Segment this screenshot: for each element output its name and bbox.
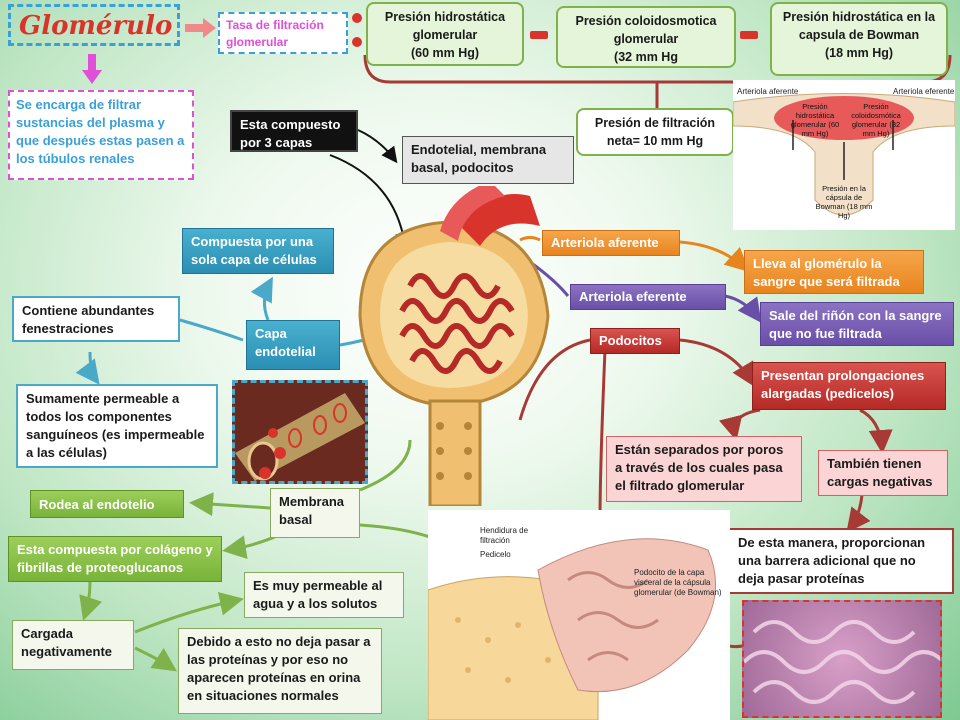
filtration-section-illustration: Hendidura de filtración Pedicelo Podocit… — [428, 510, 730, 720]
glomerulus-illustration — [340, 186, 568, 506]
pressure-inset-diagram: Arteriola aferente Arteriola eferente Pr… — [733, 80, 955, 230]
pressure-hidrostatica: Presión hidrostática glomerular (60 mm H… — [366, 2, 524, 66]
pressure-neta: Presión de filtración neta= 10 mm Hg — [576, 108, 734, 156]
pressure-bowman: Presión hidrostática en la capsula de Bo… — [770, 2, 948, 76]
section-label-capa-visceral: Podocito de la capa visceral de la cápsu… — [634, 568, 722, 597]
endotelial-permeable: Sumamente permeable a todos los componen… — [16, 384, 218, 468]
membrana-proteinas: Debido a esto no deja pasar a las proteí… — [178, 628, 382, 714]
inset-label-eferente: Arteriola eferente — [893, 87, 955, 96]
membrana-permeable: Es muy permeable al agua y a los solutos — [244, 572, 404, 618]
page-title: Glomérulo — [8, 4, 180, 46]
filtration-section-drawing — [428, 538, 717, 720]
endotelial-fenestraciones: Contiene abundantes fenestraciones — [12, 296, 180, 342]
arteriola-aferente-label: Arteriola aferente — [542, 230, 680, 256]
podocyte-micrograph — [742, 600, 942, 718]
membrana-cargada: Cargada negativamente — [12, 620, 134, 670]
pressure-inset-drawing: Arteriola aferente Arteriola eferente — [733, 87, 955, 216]
podocitos-label: Podocitos — [590, 328, 680, 354]
micrograph-texture — [744, 620, 940, 704]
membrana-rodea: Rodea al endotelio — [30, 490, 184, 518]
glomerulus-drawing — [358, 186, 550, 506]
endotelial-label: Capa endotelial — [246, 320, 340, 370]
capillary-drawing — [235, 393, 365, 481]
arteriola-eferente-label: Arteriola eferente — [570, 284, 726, 310]
section-label-hendidura: Hendidura de filtración — [480, 526, 529, 545]
capas-lista: Endotelial, membrana basal, podocitos — [402, 136, 574, 184]
inset-label-hidrostatica: Presión hidrostática glomerular (60 mm H… — [790, 102, 840, 138]
podocitos-prolongaciones: Presentan prolongaciones alargadas (pedi… — [752, 362, 946, 410]
tasa-filtracion-label: Tasa de filtración glomerular — [218, 12, 348, 54]
podocitos-cargas: También tienen cargas negativas — [818, 450, 948, 496]
inset-label-bowman: Presión en la cápsula de Bowman (18 mm H… — [815, 184, 873, 220]
section-label-pedicelo: Pedicelo — [480, 550, 511, 559]
membrana-colageno: Esta compuesta por colágeno y fibrillas … — [8, 536, 222, 582]
capas-compuesto: Esta compuesto por 3 capas — [230, 110, 358, 152]
endotelial-una-capa: Compuesta por una sola capa de células — [182, 228, 334, 274]
arteriola-eferente-desc: Sale del riñón con la sangre que no fue … — [760, 302, 954, 346]
podocitos-poros: Están separados por poros a través de lo… — [606, 436, 802, 502]
podocitos-barrera: De esta manera, proporcionan una barrera… — [728, 528, 954, 594]
capillary-illustration — [232, 380, 368, 484]
arteriola-aferente-desc: Lleva al glomérulo la sangre que será fi… — [744, 250, 924, 294]
glomerulo-description: Se encarga de filtrar sustancias del pla… — [8, 90, 194, 180]
membrana-label: Membrana basal — [270, 488, 360, 538]
pressure-coloidosmotica: Presión coloidosmotica glomerular (32 mm… — [556, 6, 736, 68]
inset-label-coloidosmotica: Presión coloidosmótica glomerular (32 mm… — [851, 102, 901, 138]
inset-label-aferente: Arteriola aferente — [737, 87, 799, 96]
